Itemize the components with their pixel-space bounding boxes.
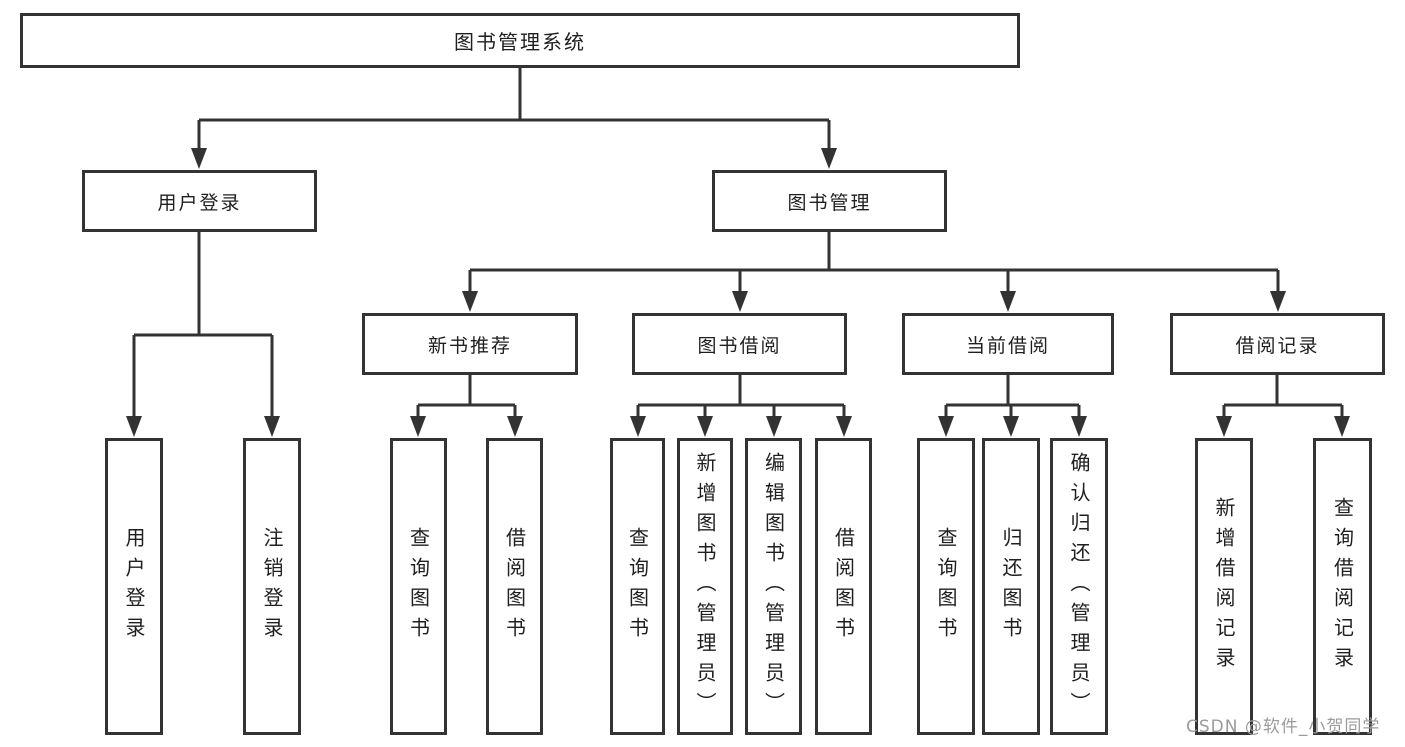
node-nb-borrow-books: 借阅图书 [486,438,543,735]
node-book-borrowing: 图书借阅 [632,313,847,375]
connector-root-to-level2 [191,68,837,169]
node-bb-edit-books-admin: 编辑图书（管理员） [745,438,802,735]
node-label: 图书管理系统 [454,30,586,54]
node-user-login-leaf: 用户登录 [105,438,163,735]
connector-user-login-children [126,232,280,437]
node-label: 新书推荐 [427,334,512,357]
node-label: 确认归还（管理员） [1067,451,1091,722]
node-label: 编辑图书（管理员） [761,451,786,722]
arrowhead [1003,416,1019,437]
arrowhead [821,148,837,169]
node-label: 查询图书 [934,526,958,647]
node-label: 图书借阅 [697,334,782,357]
node-borrowing-records: 借阅记录 [1170,313,1385,375]
node-br-query-record: 查询借阅记录 [1313,438,1372,735]
arrowhead [126,416,142,437]
node-label: 新增借阅记录 [1212,496,1236,677]
arrowhead [1216,416,1232,437]
arrowhead [1000,291,1016,312]
node-logout-leaf: 注销登录 [243,438,301,735]
arrowhead [630,416,646,437]
node-label: 借阅记录 [1235,334,1320,357]
connector-borrowing-records-children [1216,375,1350,437]
connector-current-borrowing-children [938,375,1087,437]
arrowhead [732,291,748,312]
arrowhead [1334,416,1350,437]
node-label: 当前借阅 [965,334,1050,357]
node-label: 新增图书（管理员） [693,451,717,722]
node-user-login: 用户登录 [82,170,317,232]
arrowhead [191,148,207,169]
arrowhead [1071,416,1087,437]
node-label: 借阅图书 [502,526,527,647]
connector-book-management-children [462,232,1286,312]
node-cb-confirm-return-admin: 确认归还（管理员） [1050,438,1108,735]
node-label: 查询图书 [406,526,431,647]
node-label: 查询借阅记录 [1330,496,1355,677]
arrowhead [264,416,280,437]
node-nb-query-books: 查询图书 [390,438,447,735]
connector-book-borrowing-children [630,375,852,437]
node-library-management-system: 图书管理系统 [20,13,1020,68]
node-bb-borrow-books: 借阅图书 [815,438,872,735]
arrowhead [1270,291,1286,312]
node-label: 借阅图书 [831,526,856,647]
node-label: 归还图书 [999,526,1023,647]
node-bb-add-books-admin: 新增图书（管理员） [677,438,733,735]
node-current-borrowing: 当前借阅 [902,313,1114,375]
node-label: 用户登录 [157,191,242,214]
arrowhead [697,416,713,437]
node-cb-query-books: 查询图书 [917,438,975,735]
node-new-book-recommendation: 新书推荐 [362,313,578,375]
node-br-add-record: 新增借阅记录 [1195,438,1253,735]
node-label: 用户登录 [122,526,146,647]
csdn-watermark: CSDN @软件_小贺同学 [1186,717,1381,737]
node-label: 注销登录 [260,526,284,647]
arrowhead [507,416,523,437]
node-label: 图书管理 [787,191,872,214]
arrowhead [938,416,954,437]
arrowhead [836,416,852,437]
node-cb-return-books: 归还图书 [982,438,1040,735]
node-bb-query-books: 查询图书 [610,438,665,735]
arrowhead [410,416,426,437]
arrowhead [462,291,478,312]
arrowhead [766,416,782,437]
node-label: 查询图书 [625,526,650,647]
connector-new-book-children [410,375,523,437]
node-book-management: 图书管理 [712,170,947,232]
